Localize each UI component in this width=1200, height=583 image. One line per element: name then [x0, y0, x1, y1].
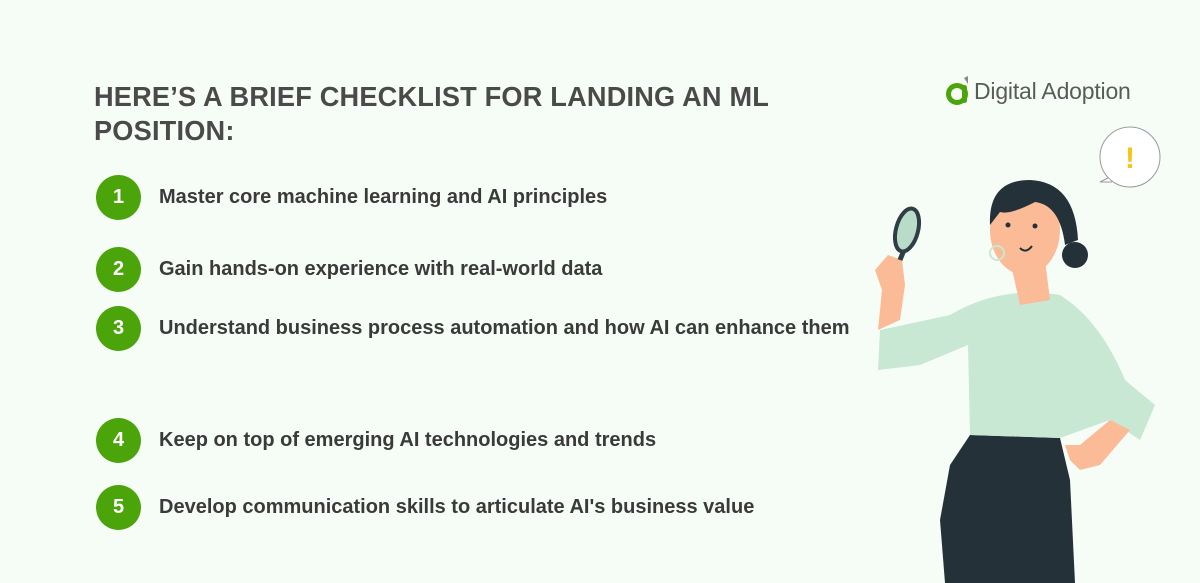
speech-bubble-icon: !	[1099, 126, 1161, 188]
checklist-item: 2 Gain hands-on experience with real-wor…	[96, 247, 602, 292]
woman-with-magnifying-glass-illustration: !	[875, 126, 1161, 583]
checklist-item: 4 Keep on top of emerging AI technologie…	[96, 418, 656, 463]
checklist-item: 3 Understand business process automation…	[96, 303, 869, 353]
exclamation-icon: !	[1125, 142, 1135, 175]
digital-adoption-logo-icon	[946, 76, 968, 105]
checklist-item: 1 Master core machine learning and AI pr…	[96, 175, 607, 220]
brand-logo: Digital Adoption	[945, 76, 1131, 106]
step-number-badge: 4	[96, 418, 141, 463]
checklist-item-text: Keep on top of emerging AI technologies …	[159, 429, 657, 451]
step-number-badge: 3	[96, 305, 141, 351]
checklist-item-text: Gain hands-on experience with real-world…	[159, 258, 603, 280]
checklist-item-text: Develop communication skills to articula…	[159, 496, 755, 518]
brand-name: Digital Adoption	[974, 77, 1131, 104]
step-number-badge: 5	[96, 485, 141, 530]
checklist-item: 5 Develop communication skills to articu…	[96, 485, 754, 530]
step-number-badge: 1	[96, 175, 141, 220]
page-title: HERE’S A BRIEF CHECKLIST FOR LANDING AN …	[94, 81, 769, 146]
checklist-item-text: Understand business process automation a…	[159, 317, 850, 339]
step-number-badge: 2	[96, 247, 141, 292]
checklist-item-text: Master core machine learning and AI prin…	[159, 186, 608, 208]
